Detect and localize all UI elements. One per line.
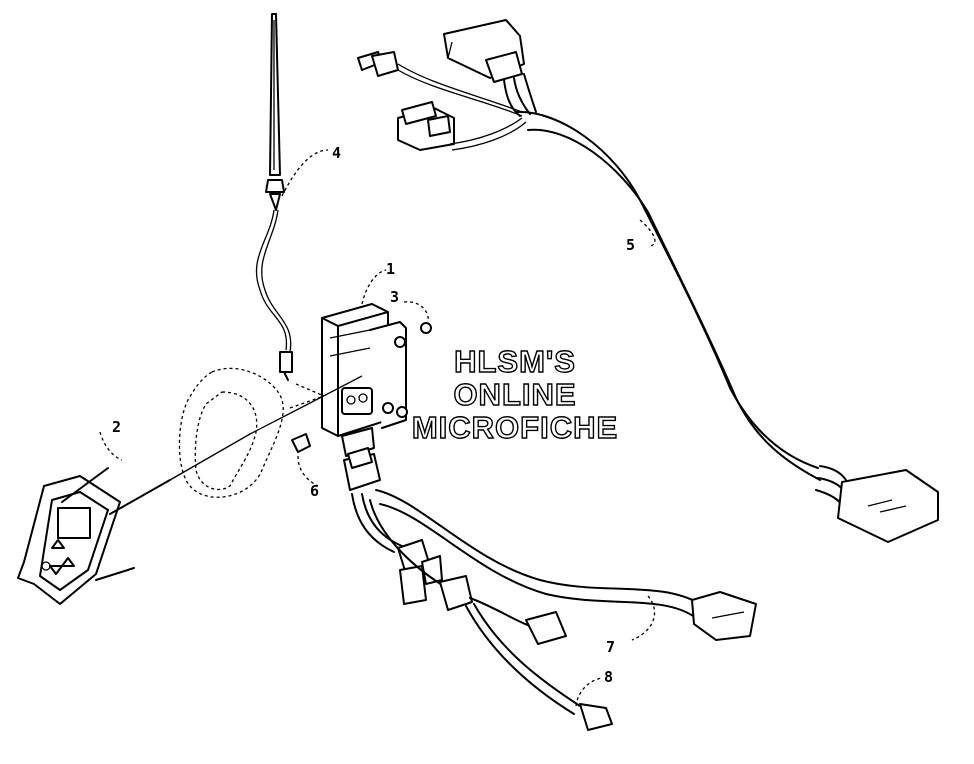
callout-3: 3 [390, 288, 399, 306]
watermark-line-3: MICROFICHE [411, 410, 619, 445]
watermark-line-2: ONLINE [453, 377, 577, 412]
watermark: HLSM'S ONLINE MICROFICHE [390, 344, 640, 445]
callout-1: 1 [386, 260, 395, 278]
clip-part-6 [291, 433, 319, 487]
harness-part-5 [357, 19, 939, 543]
control-module-part-1 [321, 303, 408, 457]
callout-7: 7 [606, 638, 615, 656]
callout-numbers: 1 2 3 4 5 6 7 8 [112, 144, 635, 686]
display-gauge-part-2 [17, 375, 363, 605]
callout-5: 5 [626, 236, 635, 254]
antenna-part-4 [255, 13, 293, 381]
harness-part-7-and-8 [343, 447, 757, 731]
nut-part-3 [403, 301, 432, 334]
watermark-line-1: HLSM'S [453, 344, 576, 379]
callout-4: 4 [332, 144, 341, 162]
callout-8: 8 [604, 668, 613, 686]
callout-2: 2 [112, 418, 121, 436]
callout-6: 6 [310, 482, 319, 500]
leader-lines [281, 149, 656, 707]
